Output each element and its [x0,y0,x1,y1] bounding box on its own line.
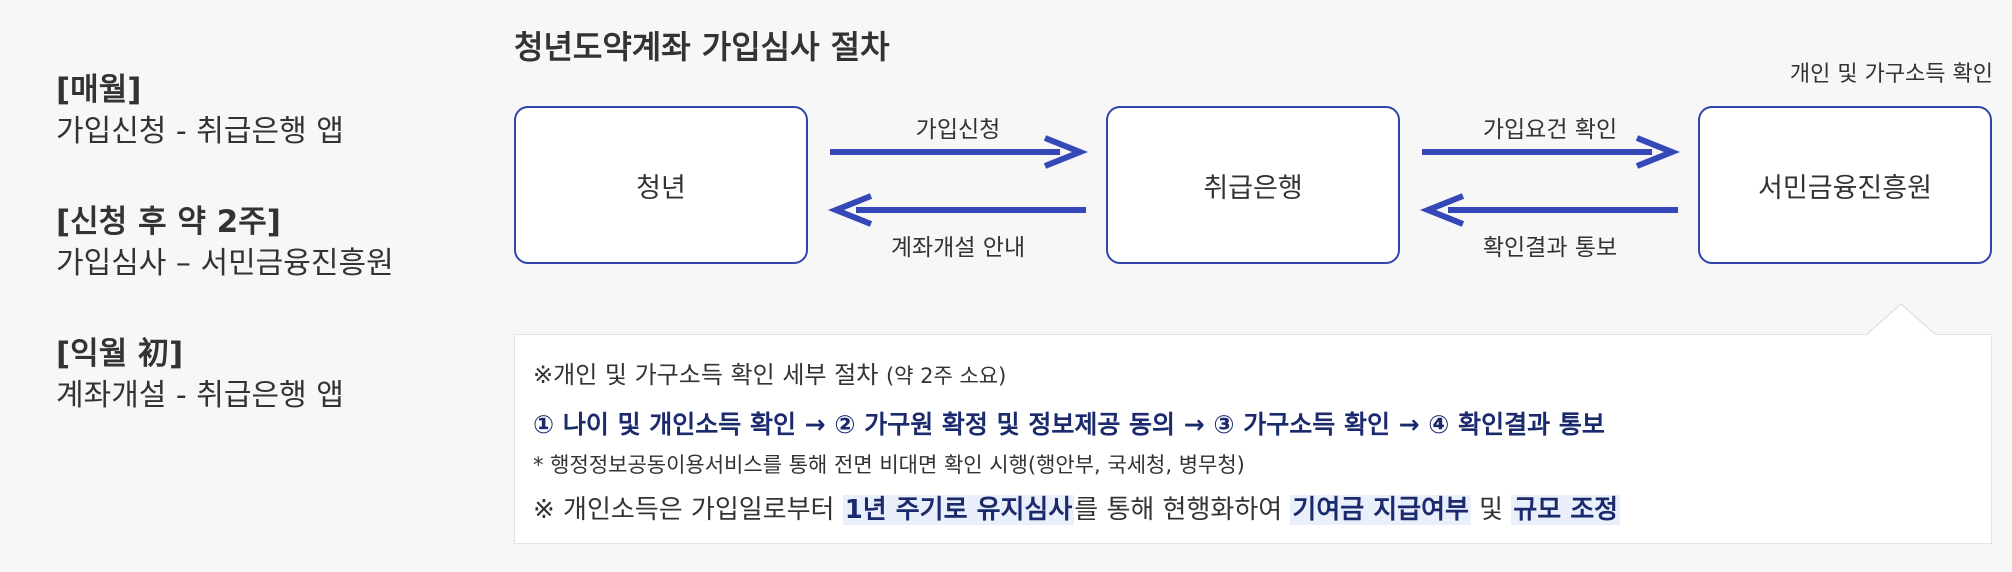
diagram-title: 청년도약계좌 가입심사 절차 [514,28,890,66]
label-open-notice: 계좌개설 안내 [890,235,1026,261]
schedule-step-heading: [신청 후 약 2주] [56,204,281,240]
detail-heading-text: ※개인 및 가구소득 확인 세부 절차 [533,361,886,389]
schedule-step-open: [익월 初] 계좌개설 - 취급은행 앱 [56,334,344,418]
note-highlight-contribution: 기여금 지급여부 [1290,495,1471,525]
detail-panel: ※개인 및 가구소득 확인 세부 절차 (약 2주 소요) ① 나이 및 개인소… [514,334,1992,544]
node-youth: 청년 [514,106,808,264]
node-kinfa: 서민금융진흥원 [1698,106,1992,264]
label-requirement-check: 가입요건 확인 [1482,117,1618,143]
arrow-apply [830,135,1089,169]
flow-arrows [827,135,1681,227]
label-result-notice: 확인결과 통보 [1482,235,1618,261]
detail-steps: ① 나이 및 개인소득 확인 → ② 가구원 확정 및 정보제공 동의 → ③ … [533,410,1605,439]
schedule-step-desc: 가입신청 - 취급은행 앱 [56,114,344,149]
panel-pointer [1866,304,1936,336]
schedule-step-review: [신청 후 약 2주] 가입심사 – 서민금융진흥원 [56,202,394,286]
detail-duration: (약 2주 소요) [885,364,1007,388]
note-text: ※ 개인소득은 가입일로부터 [533,495,843,525]
note-highlight-review: 1년 주기로 유지심사 [842,495,1075,525]
schedule-step-heading: [익월 初] [56,336,184,372]
schedule-step-desc: 가입심사 – 서민금융진흥원 [56,246,394,281]
label-apply: 가입신청 [915,117,1001,143]
node-bank: 취급은행 [1106,106,1400,264]
detail-income-note: ※ 개인소득은 가입일로부터 1년 주기로 유지심사를 통해 현행화하여 기여금… [533,489,1621,526]
note-text: 및 [1470,495,1512,525]
schedule-step-monthly: [매월] 가입신청 - 취급은행 앱 [56,70,344,154]
detail-heading: ※개인 및 가구소득 확인 세부 절차 (약 2주 소요) [533,355,1006,390]
schedule-step-heading: [매월] [56,72,142,108]
arrow-result-notice [1419,193,1678,227]
income-check-note: 개인 및 가구소득 확인 [1789,62,1993,87]
note-text: 를 통해 현행화하여 [1074,495,1291,525]
schedule-step-desc: 계좌개설 - 취급은행 앱 [56,378,344,413]
arrow-requirement-check [1422,135,1681,169]
detail-footnote: * 행정정보공동이용서비스를 통해 전면 비대면 확인 시행(행안부, 국세청,… [533,453,1245,477]
arrow-open-notice [827,193,1086,227]
note-highlight-scale: 규모 조정 [1511,495,1621,525]
